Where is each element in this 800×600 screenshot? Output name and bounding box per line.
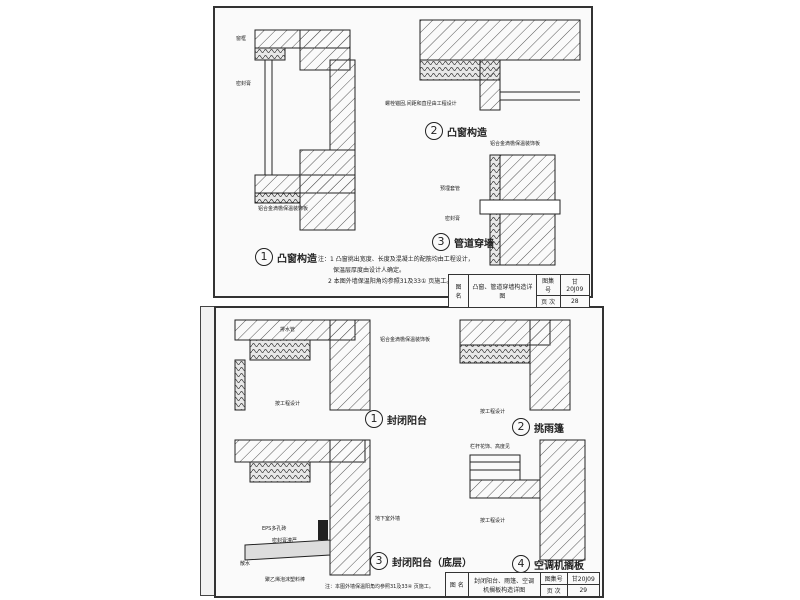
note-2: 2 本图外墙保温阳角均参照31及33① 页施工。	[328, 278, 453, 285]
atlas-number: 甘20J09	[566, 572, 601, 585]
bottom-detail-1-label: 1 封闭阳台	[365, 410, 427, 428]
callout-sealant: 密封膏	[236, 81, 252, 87]
detail-title: 凸窗构造	[447, 127, 487, 139]
callout-by-design-4: 按工程设计	[480, 518, 506, 524]
callout-basement-wall: 地下室外墙	[375, 516, 401, 522]
callout-railing: 栏杆花饰、高度见	[470, 444, 511, 450]
detail-number: 3	[432, 233, 450, 251]
bottom-note: 注：本图外墙保温阳角均参照31及33④ 页施工。	[325, 584, 434, 590]
drawing-name-line2: 机搁板构造详图	[483, 586, 526, 594]
callout-sealant-3: 密封膏	[445, 216, 461, 222]
callout-window-frame: 窗框	[236, 36, 247, 42]
callout-drain-pipe: 排水管	[280, 327, 296, 333]
callout-bolt-anchor: 螺栓锚固,间距和直径由工程设计	[385, 101, 457, 107]
detail-2-label: 2 凸窗构造	[425, 122, 487, 140]
callout-sleeve: 预埋套管	[440, 186, 461, 192]
detail-number: 1	[365, 410, 383, 428]
atlas-label: 图集号	[539, 572, 568, 585]
page-number: 29	[566, 584, 601, 597]
detail-number: 3	[370, 552, 388, 570]
note-1: 注：1 凸窗挑出宽度、长度及混凝土的配筋均由工程设计，	[318, 256, 474, 263]
detail-title: 封闭阳台	[387, 415, 427, 427]
callout-pe-rod: 聚乙烯泡沫塑料棒	[265, 577, 306, 583]
bottom-detail-4-label: 4 空调机搁板	[512, 555, 584, 573]
drawing-name-line1: 封闭阳台、雨篷、空调	[474, 577, 535, 585]
page-label: 页 次	[535, 295, 561, 308]
name-label: 图 名	[447, 274, 470, 308]
detail-title: 凸窗构造	[277, 253, 317, 265]
bottom-detail-1-balcony-drawing	[234, 319, 371, 411]
detail-2-bay-window-drawing	[419, 19, 581, 111]
detail-title: 管道穿墙	[454, 238, 494, 250]
callout-drip-panel-b: 铝合金滴檐保温装饰板	[380, 337, 431, 343]
title-block-29: 图 名 封闭阳台、雨篷、空调机搁板构造详图 图集号 甘20J09 页 次 29	[445, 572, 601, 597]
detail-3-label: 3 管道穿墙	[432, 233, 494, 251]
detail-number: 4	[512, 555, 530, 573]
drawing-name: 封闭阳台、雨篷、空调机搁板构造详图	[467, 572, 541, 597]
detail-number: 2	[425, 122, 443, 140]
callout-by-design-2: 按工程设计	[480, 409, 506, 415]
title-block-28: 图 名 凸窗、管道穿墙构造详图 图集号 甘20J09 页 次 28	[447, 274, 591, 308]
callout-apron: 散水	[240, 561, 251, 567]
bottom-detail-2-canopy-drawing	[459, 319, 571, 411]
page-number: 28	[559, 295, 591, 308]
detail-title: 空调机搁板	[534, 560, 584, 572]
callout-drip-panel-3: 铝合金滴檐保温装饰板	[490, 141, 541, 147]
detail-1-bay-window-drawing	[254, 29, 356, 231]
bottom-detail-4-ac-shelf-drawing	[469, 439, 586, 561]
bottom-detail-2-label: 2 挑雨篷	[512, 418, 564, 436]
callout-drip-panel: 铝合金滴檐保温装饰板	[258, 206, 309, 212]
atlas-label: 图集号	[535, 274, 561, 296]
drawing-name: 凸窗、管道穿墙构造详图	[468, 274, 537, 308]
name-label: 图 名	[445, 572, 469, 597]
page-label: 页 次	[539, 584, 568, 597]
detail-3-pipe-through-wall-drawing	[479, 154, 561, 266]
bottom-detail-3-label: 3 封闭阳台（底层）	[370, 552, 472, 570]
detail-title: 挑雨篷	[534, 423, 564, 435]
bottom-detail-3-ground-balcony-drawing	[234, 439, 371, 576]
atlas-number: 甘20J09	[559, 274, 591, 296]
callout-by-design-1: 按工程设计	[275, 401, 301, 407]
detail-title: 封闭阳台（底层）	[392, 557, 472, 569]
callout-sealant-b: 密封膏灌严	[272, 538, 298, 544]
detail-number: 1	[255, 248, 273, 266]
detail-1-label: 1 凸窗构造	[255, 248, 317, 266]
detail-number: 2	[512, 418, 530, 436]
note-1b: 保温层厚度由设计人确定。	[333, 267, 406, 274]
callout-eps-brick: EPS多孔砖	[262, 526, 287, 532]
